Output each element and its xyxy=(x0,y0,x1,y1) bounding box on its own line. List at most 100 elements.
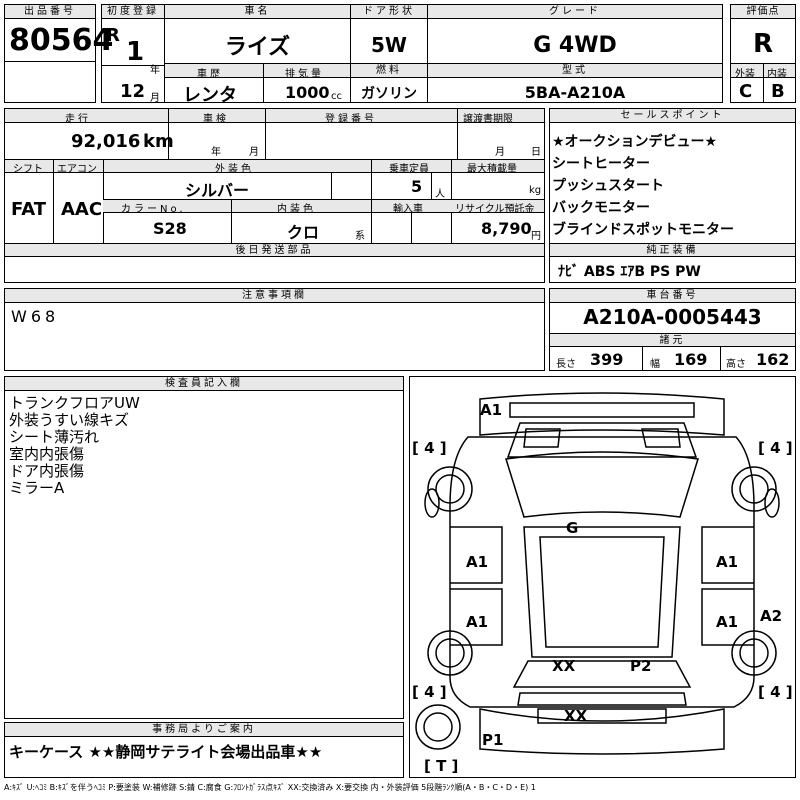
int-color-unit: 系 xyxy=(355,231,365,242)
mileage: 92,016 xyxy=(71,131,141,152)
door-type: 5W xyxy=(371,33,407,57)
height-value: 162 xyxy=(756,350,790,369)
inspector-line: ミラーA xyxy=(9,479,65,497)
chassis-number: A210A-0005443 xyxy=(583,305,762,329)
load-label: 最大積載量 xyxy=(467,164,517,175)
mark-rear-right: P2 xyxy=(630,657,652,675)
month-unit: 月 xyxy=(150,93,160,104)
inspection-month-unit: 月 xyxy=(249,147,259,158)
inspector-label: 検査員記入欄 xyxy=(5,377,403,391)
notes-text: W68 xyxy=(11,307,60,326)
fuel-label: 燃料 xyxy=(351,63,427,78)
sales-point-item: ★オークションデビュー★ xyxy=(552,134,718,150)
lot-number-cell: 出品番号 80564 xyxy=(4,4,113,62)
mileage-label: 走行 xyxy=(65,114,91,125)
color-label: 外装色 xyxy=(215,164,254,175)
exterior-label: 外装 xyxy=(735,69,755,80)
lot-number: 80564 xyxy=(9,23,114,58)
car-name-cell: 車名 ライズ 車歴 排気量 レンタ 1000 cc xyxy=(164,4,351,106)
capacity-unit: 人 xyxy=(435,189,445,200)
score-cell: 評価点 R 外装 内装 C B xyxy=(730,4,796,103)
sales-point-item: シートヒーター xyxy=(552,156,650,172)
inspector-box: 検査員記入欄 トランクフロアUW 外装うすい線キズ シート薄汚れ 室内内張傷 ド… xyxy=(4,376,404,719)
later-parts-label: 後日発送部品 xyxy=(5,243,544,257)
inspector-line: ドア内張傷 xyxy=(9,462,85,480)
displacement-unit: cc xyxy=(331,91,342,102)
width-label: 幅 xyxy=(650,359,660,370)
fuel: ガソリン xyxy=(361,86,417,102)
reg-year: 1 xyxy=(126,37,145,67)
regno-label: 登録番号 xyxy=(325,114,377,125)
width-value: 169 xyxy=(674,350,708,369)
import-label: 輸入車 xyxy=(393,204,423,215)
sales-points-label: セールスポイント xyxy=(550,109,795,123)
equipment-label: 純正装備 xyxy=(550,243,795,257)
interior-grade: B xyxy=(771,81,785,102)
tire-mark-front-left: [ 4 ] xyxy=(412,439,447,457)
mark-rear-bumper: XX xyxy=(564,707,588,725)
door-cell: ドア形状 5W 燃料 ガソリン xyxy=(350,4,428,103)
sales-point-item: ブラインドスポットモニター xyxy=(552,222,734,238)
displacement: 1000 xyxy=(285,83,330,102)
transfer-label: 譲渡書期限 xyxy=(463,114,513,125)
transfer-month-unit: 月 xyxy=(495,147,505,158)
mark-right-front-door: A1 xyxy=(716,553,739,571)
score: R xyxy=(752,29,774,59)
recycle-unit: 円 xyxy=(531,231,541,242)
dims-label: 諸元 xyxy=(550,333,795,347)
mark-hood: G xyxy=(566,519,579,537)
tire-mark-front-right: [ 4 ] xyxy=(758,439,793,457)
inspector-line: シート薄汚れ xyxy=(9,428,100,446)
exterior-color: シルバー xyxy=(185,181,250,200)
year-unit: 年 xyxy=(150,65,160,76)
inspection-label: 車検 xyxy=(203,114,229,125)
transfer-day-unit: 日 xyxy=(531,147,541,158)
height-label: 高さ xyxy=(726,359,746,370)
int-color-label: 内装色 xyxy=(277,204,316,215)
chassis-label: 車台番号 xyxy=(550,289,795,303)
ac: AAC xyxy=(61,199,103,220)
mark-right-rear-door: A1 xyxy=(716,613,739,631)
office-text: キーケース ★★静岡サテライト会場出品車★★ xyxy=(9,743,323,761)
sales-point-item: プッシュスタート xyxy=(552,178,664,194)
first-registration-cell: 初度登録 R 1 年 12 月 xyxy=(101,4,165,104)
lot-label: 出品番号 xyxy=(5,5,95,19)
damage-diagram: [ 4 ] [ 4 ] [ 4 ] [ 4 ] [ T ] A1 G A1 A1… xyxy=(409,376,796,778)
office-box: 事務局よりご案内 キーケース ★★静岡サテライト会場出品車★★ xyxy=(4,722,404,778)
color-number: S28 xyxy=(153,219,187,238)
reg-month: 12 xyxy=(120,81,146,102)
mark-front: A1 xyxy=(480,401,503,419)
grade-label: グレード xyxy=(428,5,722,19)
inspector-line: 外装うすい線キズ xyxy=(9,411,130,429)
legend-footer: A:ｷｽﾞ U:ﾍｺﾐ B:ｷｽﾞを伴うﾍｺﾐ P:要塗装 W:補修跡 S:錆 … xyxy=(4,783,536,792)
model-code: 5BA-A210A xyxy=(524,83,626,102)
interior-label: 内装 xyxy=(767,69,787,80)
first-reg-label: 初度登録 xyxy=(102,5,164,19)
mark-right-quarter: A2 xyxy=(760,607,783,625)
shift-label: シフト xyxy=(13,164,43,175)
score-label: 評価点 xyxy=(731,5,795,19)
color-no-label: カラーNo. xyxy=(121,204,186,215)
ac-label: エアコン xyxy=(57,164,97,175)
history-label: 車歴 xyxy=(197,69,223,80)
load-unit: kg xyxy=(529,185,542,196)
inspection-year-unit: 年 xyxy=(211,147,221,158)
mark-rear-left-bumper: P1 xyxy=(482,731,504,749)
notes-label: 注意事項欄 xyxy=(5,289,544,303)
sales-points-box: セールスポイント ★オークションデビュー★ シートヒーター プッシュスタート バ… xyxy=(549,108,796,283)
recycle-label: リサイクル預託金 xyxy=(455,204,535,215)
capacity-label: 乗車定員 xyxy=(389,164,429,175)
equipment-list: ﾅﾋﾞ ABS ｴｱB PS PW xyxy=(558,264,701,280)
grade-cell: グレード G 4WD 型式 5BA-A210A xyxy=(427,4,723,103)
recycle-fee: 8,790 xyxy=(481,219,532,238)
inspector-line: トランクフロアUW xyxy=(9,394,140,412)
grade: G 4WD xyxy=(533,33,617,58)
mark-left-front-door: A1 xyxy=(466,553,489,571)
mileage-unit: km xyxy=(143,131,174,152)
sales-point-item: バックモニター xyxy=(552,200,650,216)
office-label: 事務局よりご案内 xyxy=(5,723,403,737)
capacity: 5 xyxy=(411,177,423,196)
history: レンタ xyxy=(183,85,237,106)
trunk-mark: [ T ] xyxy=(424,757,459,775)
era: R xyxy=(106,25,120,46)
